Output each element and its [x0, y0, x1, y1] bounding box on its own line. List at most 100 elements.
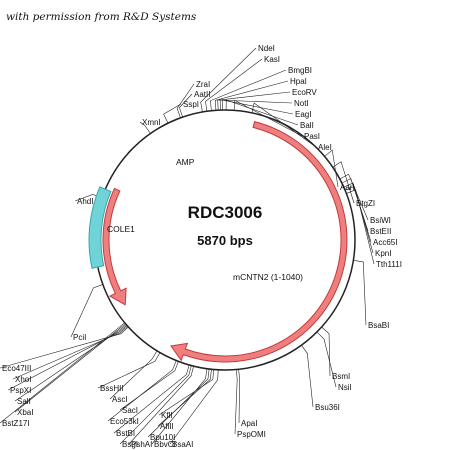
site-label-ecorv: EcoRV: [292, 88, 317, 97]
plasmid-size: 5870 bps: [197, 233, 253, 248]
site-leader-xbai: [14, 323, 126, 413]
feature-label-cole1: COLE1: [107, 224, 135, 234]
feature-cole1: [88, 186, 112, 269]
site-leader-sali: [14, 324, 127, 402]
site-leader-bbvci: [151, 368, 208, 445]
site-label-kasi: KasI: [264, 55, 280, 64]
site-labels: NdeI KasI BmgBI HpaI EcoRV NotI EagI BalI PasI Al…: [2, 44, 402, 449]
site-label-sali: SalI: [17, 397, 31, 406]
site-label-kfli: KflI: [161, 411, 173, 420]
site-label-bsaai: BsaAI: [172, 440, 193, 449]
site-label-bsmi: BsmI: [332, 372, 350, 381]
site-leader-bpu10i: [147, 368, 210, 438]
site-leader-pcii: [70, 284, 103, 338]
site-leader-pshai: [128, 366, 194, 445]
site-label-bpu10i: Bpu10I: [150, 433, 175, 442]
plasmid-name: RDC3006: [188, 203, 263, 222]
site-label-kpni: KpnI: [375, 249, 391, 258]
feature-mcntn2-1-1040: [170, 121, 348, 363]
credit-text: with permission from R&D Systems: [6, 11, 197, 23]
site-leader-ndei: [200, 47, 257, 113]
site-leader-bstbi: [113, 364, 190, 434]
site-leader-apai: [238, 369, 240, 424]
site-leader-alei: [251, 102, 317, 148]
site-label-pspxi: PspXI: [10, 386, 31, 395]
site-label-aflii: AflII: [160, 422, 174, 431]
site-leader-xhoi: [12, 325, 128, 380]
site-label-ahdi: AhdI: [77, 197, 93, 206]
site-leader-acc65i: [343, 182, 372, 243]
site-leader-kpni: [344, 186, 374, 254]
site-leader-bsmi: [321, 326, 331, 377]
site-leader-bsabi: [353, 260, 367, 326]
site-label-bstz17i: BstZ17I: [2, 419, 30, 428]
site-leader-bsgi: [119, 365, 192, 445]
site-label-saci: SacI: [122, 406, 138, 415]
site-label-pspomi: PspOMI: [237, 430, 266, 439]
site-label-hpai: HpaI: [290, 77, 307, 86]
site-leader-bsiwi: [339, 173, 369, 221]
site-label-pshai: PshAI: [131, 440, 152, 449]
site-label-noti: NotI: [294, 99, 309, 108]
site-leader-bali: [225, 99, 299, 126]
site-label-btgzi: BtgZI: [356, 199, 375, 208]
site-label-aatii: AatII: [194, 90, 210, 99]
site-label-zrai: ZraI: [196, 80, 210, 89]
site-label-sspi: SspI: [183, 100, 199, 109]
site-label-alei: AleI: [318, 143, 332, 152]
site-label-bsshii: BssHII: [100, 384, 124, 393]
site-leader-bsu36i: [301, 344, 314, 408]
site-leaders: [0, 47, 375, 445]
site-label-pasi: PasI: [304, 132, 320, 141]
site-leader-asci: [109, 350, 158, 400]
site-leader-kasi: [205, 58, 263, 112]
site-label-pcii: PciI: [73, 333, 86, 342]
site-leader-bsshii: [97, 352, 161, 389]
site-label-eco53ki: Eco53kI: [110, 417, 139, 426]
site-leader-pspomi: [234, 369, 238, 435]
site-label-bali: BalI: [300, 121, 314, 130]
site-label-eco47iii: Eco47III: [2, 364, 31, 373]
site-leader-aari: [324, 149, 339, 188]
site-label-xmni: XmnI: [142, 118, 161, 127]
site-label-bstbi: BstBI: [116, 429, 135, 438]
site-label-asci: AscI: [112, 395, 128, 404]
site-leader-hpai: [214, 80, 289, 111]
site-label-bsu36i: Bsu36I: [315, 403, 340, 412]
site-leader-zrai: [176, 83, 195, 118]
site-leader-btgzi: [332, 161, 355, 204]
site-label-bsiwi: BsiWI: [370, 216, 391, 225]
site-leader-bstz17i: [0, 322, 125, 424]
site-leader-eco53ki: [107, 360, 177, 422]
site-leader-eagi: [222, 99, 294, 115]
site-label-xbai: XbaI: [17, 408, 33, 417]
features: AMP mCNTN2 (1-1040) COLE1: [88, 121, 348, 363]
site-label-ndei: NdeI: [258, 44, 275, 53]
feature-label-mcntn2-1-1040: mCNTN2 (1-1040): [233, 272, 303, 282]
site-label-acc65i: Acc65I: [373, 238, 397, 247]
site-label-nsii: NsiI: [338, 383, 352, 392]
site-leader-bsaai: [169, 369, 219, 445]
site-leader-eco47iii: [0, 326, 129, 369]
site-leader-saci: [119, 361, 179, 411]
site-leader-sspi: [163, 103, 182, 124]
site-leader-ecorv: [217, 91, 291, 111]
feature-label-amp: AMP: [176, 157, 195, 167]
site-leader-aatii: [179, 93, 193, 118]
site-leader-kfli: [158, 369, 214, 416]
site-label-bbvci: BbvCI: [154, 440, 176, 449]
site-label-bmgbi: BmgBI: [288, 66, 312, 75]
site-leader-tth111i: [346, 189, 375, 265]
site-label-bsteii: BstEII: [370, 227, 391, 236]
site-leader-nsii: [316, 331, 337, 388]
site-label-eagi: EagI: [295, 110, 311, 119]
site-label-tth111i: Tth111I: [376, 260, 402, 269]
site-label-bsgi: BsgI: [122, 440, 138, 449]
site-label-bsabi: BsaBI: [368, 321, 389, 330]
site-leader-bmgbi: [210, 69, 287, 111]
site-label-aari: AarI: [340, 183, 355, 192]
site-leader-xmni: [139, 121, 151, 134]
feature-amp: [102, 187, 127, 306]
site-label-apai: ApaI: [241, 419, 257, 428]
